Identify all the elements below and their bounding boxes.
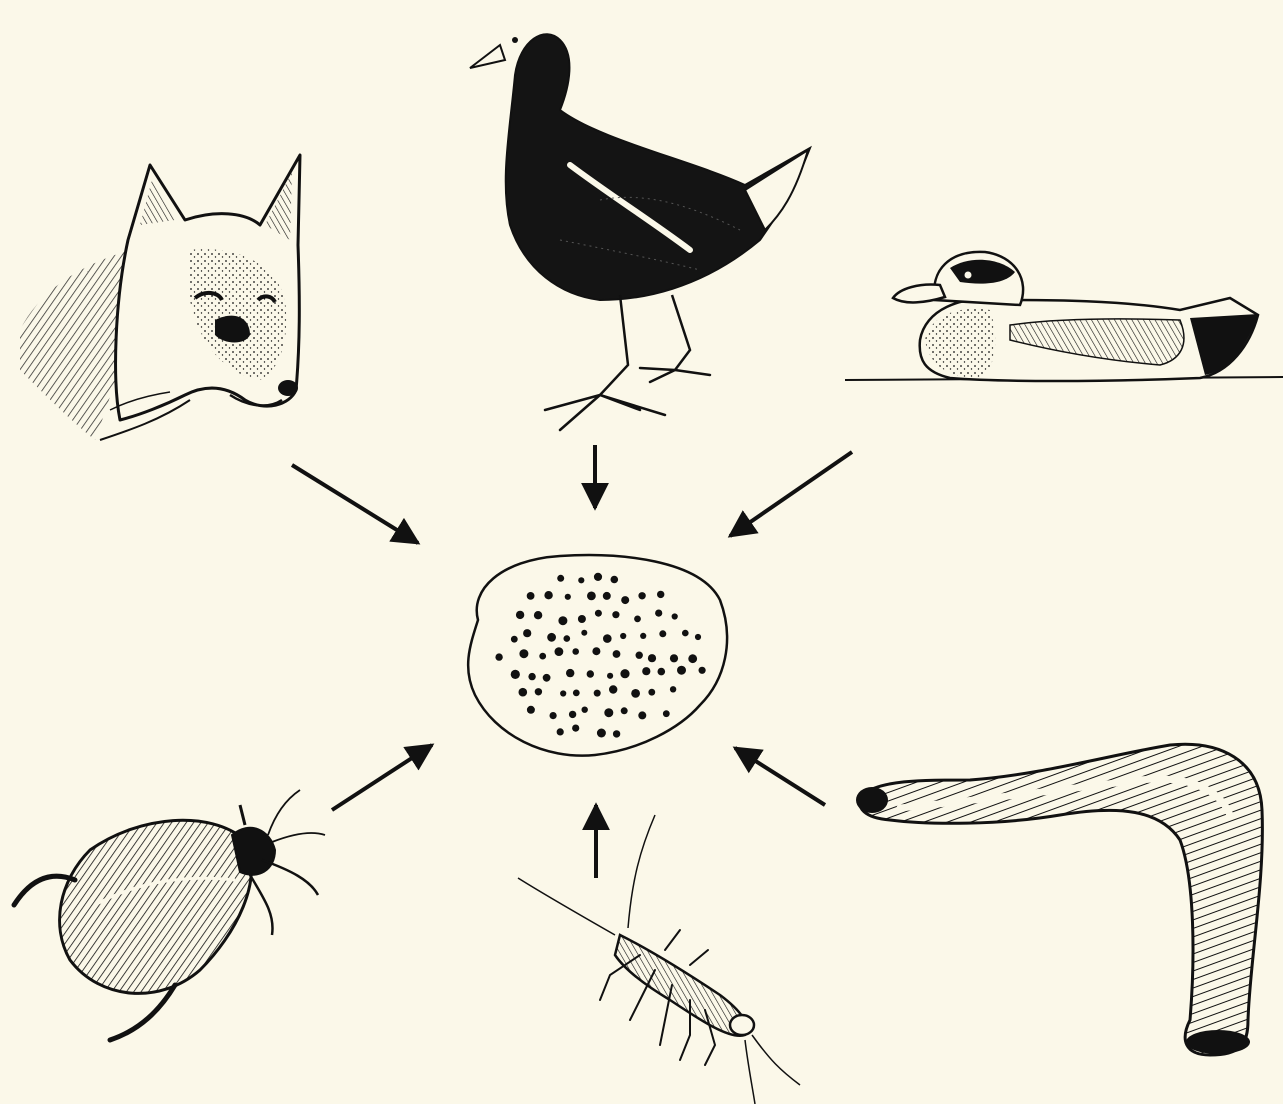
- larva-icon: [518, 815, 800, 1104]
- egg-dot: [663, 710, 670, 717]
- egg-dot: [572, 725, 579, 732]
- egg-dot: [670, 654, 678, 662]
- egg-dot: [695, 634, 701, 640]
- egg-dot: [611, 576, 619, 584]
- arrow-beetle-to-spawn: [332, 745, 432, 810]
- egg-dot: [566, 669, 574, 677]
- egg-dot: [528, 673, 535, 680]
- egg-dot: [539, 653, 546, 660]
- egg-dot: [677, 666, 686, 675]
- egg-dot: [595, 610, 602, 617]
- egg-dot: [612, 611, 619, 618]
- egg-dot: [648, 689, 655, 696]
- egg-dot: [657, 591, 664, 598]
- egg-dot: [523, 629, 531, 637]
- egg-dot: [594, 690, 601, 697]
- egg-dot: [558, 616, 567, 625]
- egg-dot: [572, 648, 579, 655]
- egg-dot: [495, 653, 502, 660]
- egg-dot: [587, 670, 594, 677]
- egg-dot: [547, 633, 556, 642]
- egg-dot: [607, 673, 613, 679]
- egg-dot: [640, 633, 646, 639]
- egg-dot: [565, 594, 571, 600]
- egg-dot: [581, 630, 587, 636]
- egg-dot: [621, 596, 629, 604]
- arrow-leech-to-spawn: [735, 748, 825, 805]
- egg-dot: [516, 611, 524, 619]
- egg-dot: [519, 688, 528, 697]
- arrow-duck-to-spawn: [730, 452, 852, 536]
- egg-dot: [511, 670, 520, 679]
- egg-dot: [592, 647, 600, 655]
- egg-dot: [603, 592, 611, 600]
- egg-dot: [609, 685, 617, 693]
- egg-dot: [631, 689, 640, 698]
- egg-dot: [638, 711, 646, 719]
- egg-dot: [604, 708, 613, 717]
- egg-dot: [634, 616, 641, 623]
- beetle-icon: [14, 790, 325, 1040]
- egg-dot: [560, 690, 566, 696]
- egg-dot: [613, 730, 620, 737]
- egg-dot: [620, 633, 626, 639]
- fox-icon: [20, 155, 300, 440]
- egg-dot: [534, 611, 542, 619]
- egg-dot: [636, 652, 643, 659]
- egg-dot: [699, 667, 706, 674]
- egg-dot: [688, 654, 697, 663]
- egg-dot: [564, 635, 571, 642]
- egg-dot: [511, 636, 518, 643]
- egg-dot: [655, 610, 662, 617]
- moorhen-icon: [470, 33, 810, 430]
- egg-dot: [648, 654, 656, 662]
- egg-dot: [519, 649, 528, 658]
- egg-dot: [573, 690, 580, 697]
- egg-dot: [578, 615, 586, 623]
- egg-dot: [682, 630, 689, 637]
- egg-dot: [613, 650, 621, 658]
- egg-dot: [569, 711, 576, 718]
- egg-dot: [557, 575, 564, 582]
- egg-dot: [557, 728, 564, 735]
- egg-dot: [550, 712, 557, 719]
- egg-dot: [597, 729, 606, 738]
- leech-icon: [856, 744, 1262, 1055]
- egg-dot: [659, 630, 666, 637]
- egg-dot: [672, 613, 678, 619]
- egg-dot: [582, 707, 588, 713]
- egg-dot: [638, 592, 645, 599]
- egg-dot: [535, 688, 542, 695]
- egg-mass-icon: [468, 555, 727, 756]
- egg-dot: [620, 669, 629, 678]
- egg-dot: [543, 674, 551, 682]
- egg-dot: [578, 577, 584, 583]
- egg-dot: [621, 707, 628, 714]
- egg-dot: [658, 668, 666, 676]
- duck-icon: [845, 252, 1283, 381]
- egg-dot: [642, 667, 650, 675]
- egg-dot: [594, 573, 602, 581]
- egg-dot: [603, 634, 612, 643]
- egg-dot: [544, 591, 552, 599]
- arrow-fox-to-spawn: [292, 465, 418, 543]
- egg-dot: [587, 592, 596, 601]
- egg-dot: [527, 706, 535, 714]
- egg-dot: [555, 647, 564, 656]
- egg-dot: [670, 686, 676, 692]
- egg-dot: [527, 592, 535, 600]
